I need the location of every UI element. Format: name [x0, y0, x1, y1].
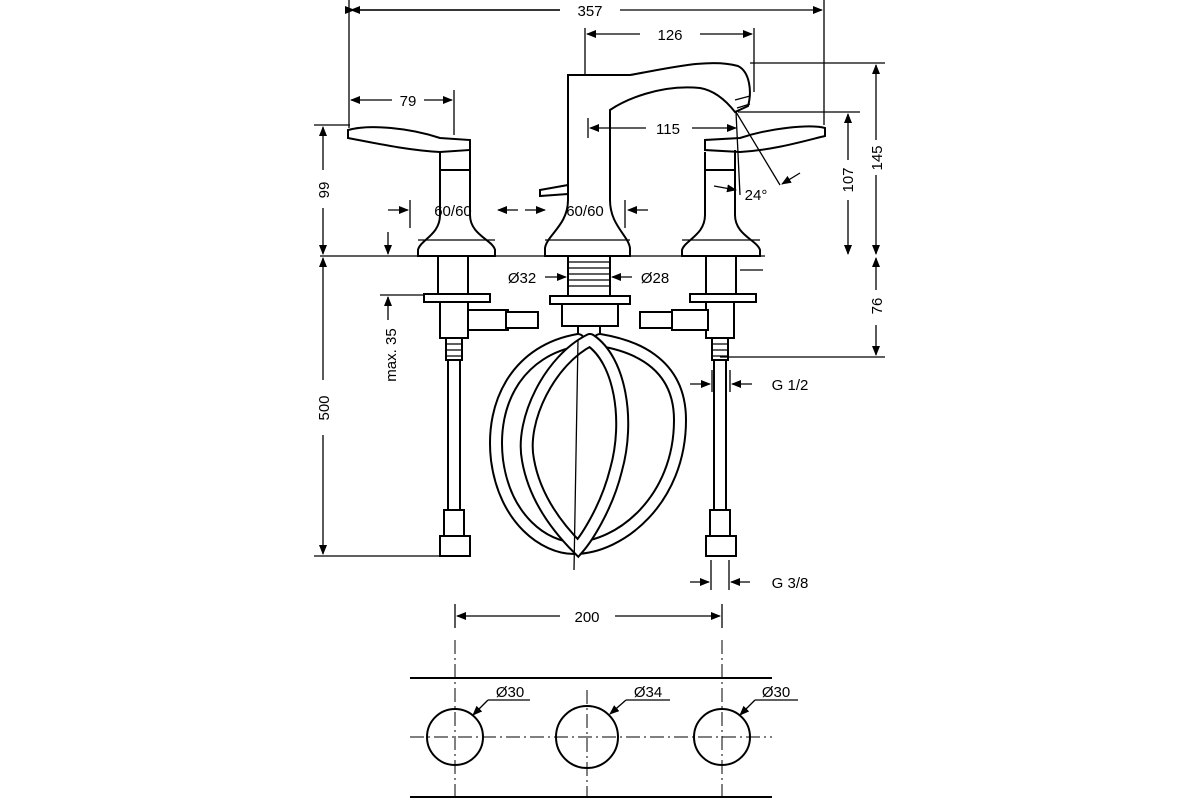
label-total-height: 145 [869, 145, 886, 170]
label-hole-right: Ø30 [762, 684, 790, 701]
right-shank [705, 255, 737, 295]
label-overall-width: 357 [577, 3, 602, 20]
pop-up-rod-lower [573, 339, 579, 571]
label-hole-left: Ø30 [496, 684, 524, 701]
pop-up-rod [539, 184, 569, 198]
label-spout-projection: 115 [656, 121, 680, 138]
label-spout-shank-dia: Ø32 [508, 270, 536, 287]
label-hole-center: Ø34 [634, 684, 662, 701]
label-hose-length: 500 [316, 395, 333, 420]
label-spout-outlet-height: 107 [840, 167, 857, 192]
spout-mount-washer [549, 295, 631, 305]
label-center-base: 60/60 [566, 203, 604, 220]
label-centers: 200 [574, 609, 599, 626]
left-thread [445, 337, 463, 361]
right-connector [671, 309, 709, 331]
spout-body [544, 62, 751, 257]
label-connection-thread: G 3/8 [772, 575, 809, 592]
left-lever [347, 126, 471, 154]
right-mount-washer [689, 293, 757, 303]
right-nut [705, 301, 735, 339]
label-handle-reach: 79 [400, 93, 417, 110]
right-thread-lines [712, 343, 728, 357]
label-angle: 24° [745, 187, 768, 204]
label-valve-shank-dia: Ø28 [641, 270, 669, 287]
left-hose-ferrule [443, 509, 465, 537]
hose-loop-inner-inner [521, 335, 628, 556]
hole-center [555, 705, 619, 769]
angle-arrow-l [713, 184, 737, 193]
right-valve-body [681, 170, 761, 257]
label-left-base: 60/60 [434, 203, 472, 220]
faucet-body [320, 62, 826, 257]
left-mount-washer [423, 293, 491, 303]
left-supply-line [447, 359, 461, 511]
left-handle-cap [439, 150, 471, 171]
right-hose-ferrule [709, 509, 731, 537]
label-shank-length: 76 [869, 298, 886, 315]
label-handle-height: 99 [316, 182, 333, 199]
angle-arrow-r [781, 172, 801, 185]
hole-right-leader [739, 699, 756, 716]
left-connector-nut [505, 311, 539, 329]
dimension-lines: 357 126 79 115 145 107 99 [314, 0, 886, 628]
angle-line-a [735, 111, 781, 186]
left-thread-lines [446, 343, 462, 357]
right-hose-nut [705, 535, 737, 557]
hole-center-leader [609, 699, 627, 715]
right-connector-nut [639, 311, 675, 329]
right-lever [704, 125, 826, 154]
spout-mount-nut [561, 303, 619, 327]
right-supply-line [713, 359, 727, 511]
label-spout-reach: 126 [657, 27, 682, 44]
left-nut [439, 301, 469, 339]
left-hose-nut [439, 535, 471, 557]
aerator [734, 95, 751, 109]
spout-shank-thread [568, 261, 610, 287]
left-shank [437, 255, 469, 295]
label-inlet-thread: G 1/2 [772, 377, 809, 394]
under-deck-assembly [423, 255, 757, 571]
hole-left [426, 708, 484, 766]
deck-hole-plan: Ø30 Ø34 Ø30 [410, 640, 798, 798]
angle-line-b [735, 111, 741, 196]
label-max-deck-thickness: max. 35 [383, 328, 400, 381]
right-handle-cap [704, 150, 736, 171]
left-connector [467, 309, 509, 331]
hole-left-leader [472, 699, 489, 716]
hole-right [693, 708, 751, 766]
